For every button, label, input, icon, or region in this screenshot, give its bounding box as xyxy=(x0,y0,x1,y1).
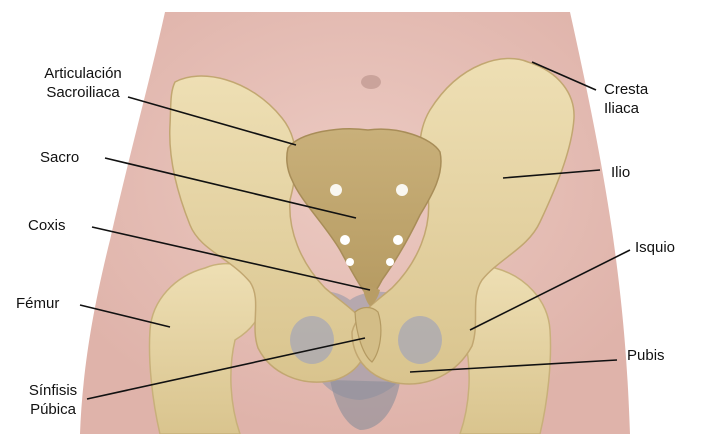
sacral-foramen xyxy=(330,184,342,196)
right-obturator-foramen xyxy=(398,316,442,364)
label-sinfisis-line-2: Púbica xyxy=(20,400,86,419)
sacral-foramen xyxy=(346,258,354,266)
sacral-foramen xyxy=(396,184,408,196)
navel xyxy=(361,75,381,89)
left-obturator-foramen xyxy=(290,316,334,364)
sacral-foramen xyxy=(393,235,403,245)
label-cresta-line-2: Iliaca xyxy=(604,99,648,118)
label-isquio: Isquio xyxy=(635,238,675,257)
label-sinfisis-line-1: Sínfisis xyxy=(20,381,86,400)
label-coxis: Coxis xyxy=(28,216,66,235)
sacral-foramen xyxy=(386,258,394,266)
label-femur: Fémur xyxy=(16,294,59,313)
label-sinfisis-pubica: Sínfisis Púbica xyxy=(20,381,86,419)
label-cresta-line-1: Cresta xyxy=(604,80,648,99)
sacral-foramen xyxy=(340,235,350,245)
label-pubis: Pubis xyxy=(627,346,665,365)
label-ilio: Ilio xyxy=(611,163,630,182)
label-articulacion-sacroiliaca: Articulación Sacroiliaca xyxy=(14,64,152,102)
label-articulacion-line-2: Sacroiliaca xyxy=(14,83,152,102)
label-articulacion-line-1: Articulación xyxy=(14,64,152,83)
label-sacro: Sacro xyxy=(40,148,79,167)
label-cresta-iliaca: Cresta Iliaca xyxy=(604,80,648,118)
